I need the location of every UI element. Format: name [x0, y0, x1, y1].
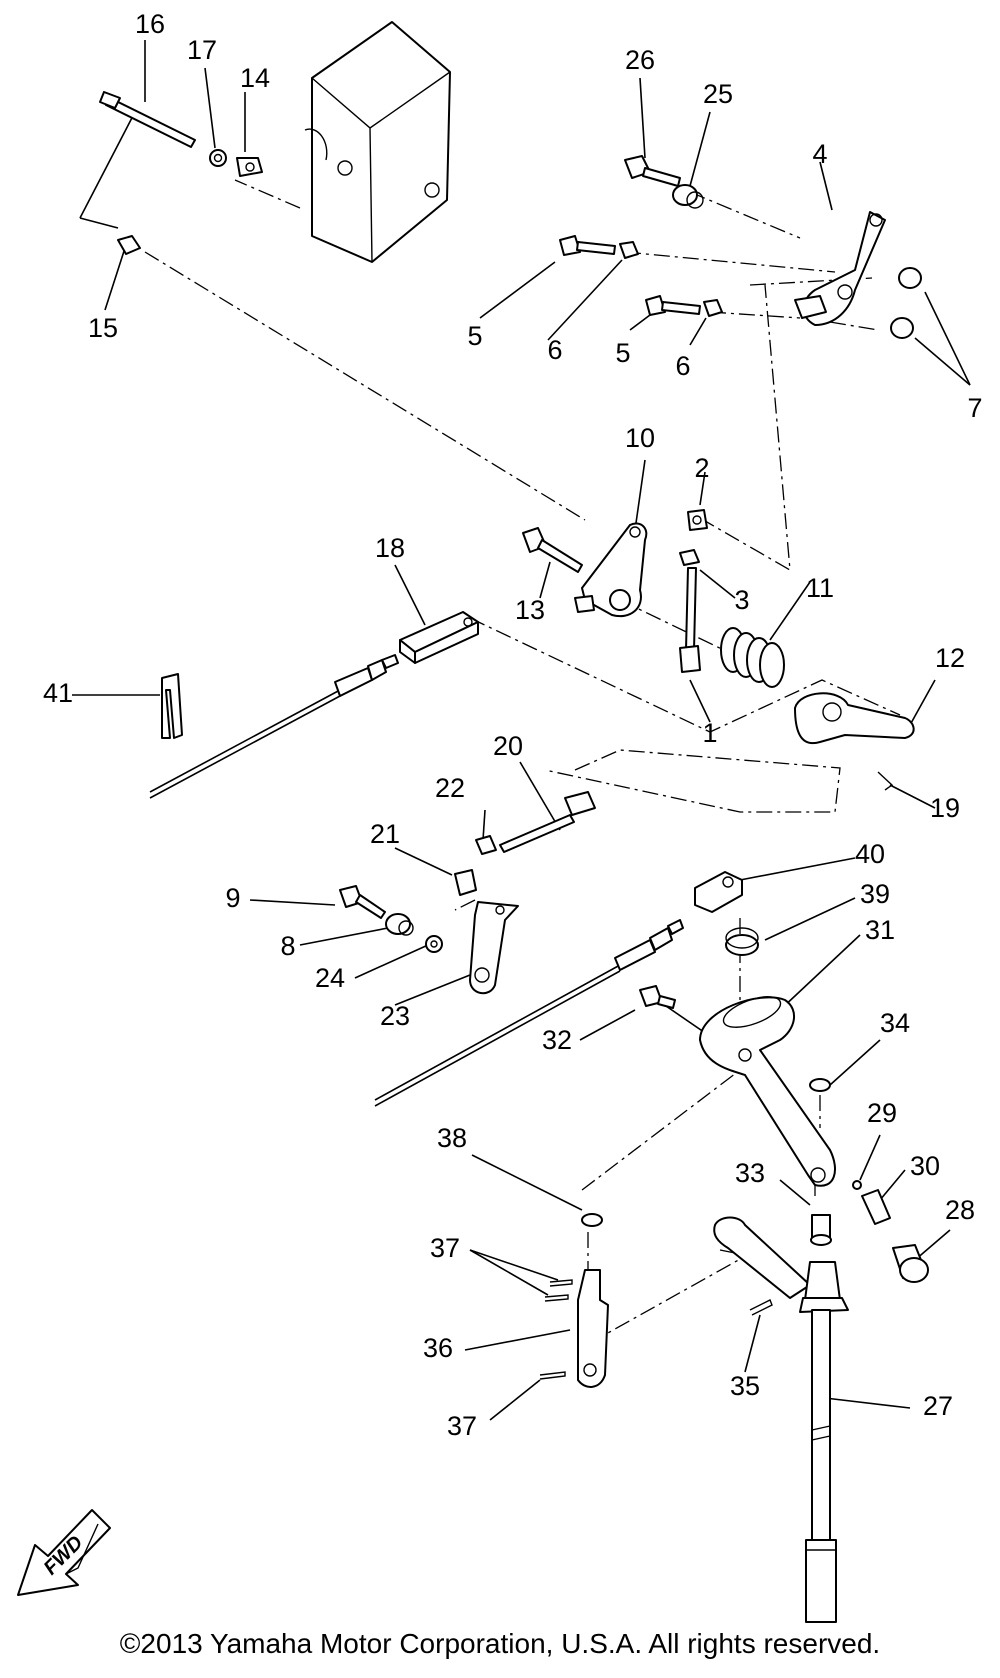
callout-8: 8: [280, 931, 295, 961]
part-16-bolt: [99, 91, 196, 148]
callout-17: 17: [187, 35, 217, 65]
part-36-fork: [577, 1269, 609, 1388]
callout-24: 24: [315, 963, 345, 993]
part-28-knob: [892, 1244, 929, 1283]
part-31-lever: [699, 996, 836, 1187]
part-13-bolt: [522, 527, 583, 573]
callout-25: 25: [703, 79, 733, 109]
part-32-bolt: [639, 985, 676, 1009]
part-35-pin: [749, 1299, 773, 1316]
part-15-nut: [117, 235, 141, 255]
part-40-joint: [694, 871, 743, 913]
callout-32: 32: [542, 1025, 572, 1055]
leader-lines: [72, 40, 971, 1421]
callout-21: 21: [370, 819, 400, 849]
part-7-cap-upper: [898, 267, 922, 289]
callout-6b: 6: [675, 351, 690, 381]
part-14-clip: [236, 157, 263, 177]
callout-2: 2: [694, 453, 709, 483]
part-34-washer: [809, 1078, 831, 1092]
part-41-clip: [161, 673, 183, 739]
part-5-bolt-upper: [559, 235, 616, 256]
cover-housing: [304, 21, 451, 263]
callout-19: 19: [930, 793, 960, 823]
part-30-spring: [861, 1189, 891, 1225]
fwd-arrow-icon: FWD: [17, 1509, 111, 1596]
part-27-shift-shaft: [713, 1216, 849, 1623]
part-5-bolt-lower: [645, 295, 701, 316]
callout-36: 36: [423, 1333, 453, 1363]
callout-18: 18: [375, 533, 405, 563]
part-6-nut-upper: [619, 241, 639, 259]
cable-lower: [374, 919, 684, 1107]
callout-5b: 5: [615, 338, 630, 368]
callout-5a: 5: [467, 321, 482, 351]
part-4-lever: [794, 211, 886, 326]
callout-13: 13: [515, 595, 545, 625]
callout-20: 20: [493, 731, 523, 761]
part-17-nut: [209, 149, 227, 167]
cable-upper: [149, 654, 399, 799]
callout-4: 4: [812, 139, 827, 169]
callout-41: 41: [43, 678, 73, 708]
part-1-rod: [679, 567, 701, 673]
callout-11: 11: [806, 573, 834, 603]
callout-27: 27: [923, 1391, 953, 1421]
part-11-spring: [720, 627, 785, 688]
part-19-pin: [877, 771, 894, 791]
part-25-collar: [672, 184, 704, 209]
part-8-collar: [385, 913, 414, 936]
callout-39: 39: [860, 879, 890, 909]
phantom-assembly-lines: [144, 179, 901, 1344]
callout-3: 3: [734, 585, 749, 615]
part-24-washer: [425, 935, 443, 953]
part-7-cap-lower: [890, 317, 914, 339]
callout-9: 9: [225, 883, 240, 913]
callout-37b: 37: [447, 1411, 477, 1441]
callout-30: 30: [910, 1151, 940, 1181]
callout-12: 12: [935, 643, 965, 673]
callout-26: 26: [625, 45, 655, 75]
callout-34: 34: [880, 1008, 910, 1038]
callout-15: 15: [88, 313, 118, 343]
callout-7: 7: [967, 393, 982, 423]
copyright-notice: ©2013 Yamaha Motor Corporation, U.S.A. A…: [119, 1628, 881, 1659]
part-39-bushing: [725, 927, 759, 956]
callout-28: 28: [945, 1195, 975, 1225]
part-6-nut-lower: [703, 299, 723, 317]
part-26-bolt: [624, 155, 681, 187]
callout-38: 38: [437, 1123, 467, 1153]
callout-23: 23: [380, 1001, 410, 1031]
callout-31: 31: [865, 915, 895, 945]
part-23-lever: [469, 901, 519, 995]
callout-29: 29: [867, 1098, 897, 1128]
part-21-joint: [454, 869, 477, 896]
part-38-washer: [581, 1213, 603, 1227]
part-22-nut: [475, 835, 497, 855]
part-33-bushing: [810, 1214, 832, 1246]
part-20-rod: [499, 791, 596, 853]
part-2-joint: [687, 509, 708, 531]
callout-35: 35: [730, 1371, 760, 1401]
callout-22: 22: [435, 773, 465, 803]
callout-10: 10: [625, 423, 655, 453]
part-9-bolt: [339, 885, 386, 919]
callout-40: 40: [855, 839, 885, 869]
part-37-pins-upper: [544, 1279, 573, 1302]
part-18-block: [399, 611, 479, 664]
callout-6a: 6: [547, 335, 562, 365]
callout-1: 1: [702, 718, 717, 748]
callout-16: 16: [135, 9, 165, 39]
part-3-nut: [679, 549, 700, 566]
part-29-ball: [852, 1180, 862, 1190]
callout-33: 33: [735, 1158, 765, 1188]
callout-14: 14: [240, 63, 270, 93]
part-12-arm: [794, 692, 915, 745]
callout-37a: 37: [430, 1233, 460, 1263]
part-10-lever: [574, 522, 648, 618]
part-37-pin-lower: [539, 1371, 566, 1380]
callout-labels: 16 17 14 15 26 25 4 5 6 5 6 7 10 2 18 13…: [43, 9, 983, 1441]
